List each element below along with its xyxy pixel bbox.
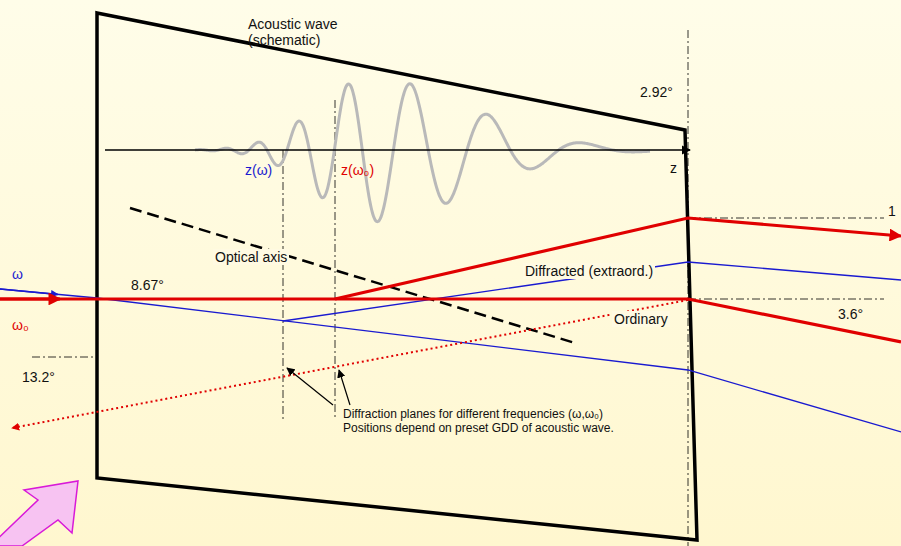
position-label: z(ω) (245, 162, 272, 178)
beam-label: Diffracted (extraord.) (523, 263, 655, 279)
z-axis (105, 149, 690, 150)
angle-label: 8.67° (131, 277, 164, 293)
frequency-label: ω (12, 266, 23, 282)
frequency-label: ω₀ (12, 317, 29, 333)
leader-arrows (287, 368, 350, 405)
note-text: Diffraction planes for different frequen… (343, 408, 643, 436)
blue-beams (0, 262, 901, 432)
angle-label: 2.92° (640, 84, 673, 100)
angle-label: 13.2° (22, 369, 55, 385)
angle-label: 1 (888, 203, 896, 219)
pink-arrow (0, 481, 78, 546)
optical-axis (130, 208, 575, 343)
crystal (97, 13, 697, 540)
reference-lines (32, 30, 884, 546)
wave-label: Acoustic wave (schematic) (248, 16, 353, 48)
position-label: z(ω₀) (341, 162, 374, 178)
angle-label: 3.6° (838, 306, 863, 322)
axis-label: z (670, 160, 677, 176)
red-beams (0, 218, 901, 342)
axis-label: Optical axis (213, 249, 289, 265)
beam-label: Ordinary (612, 311, 670, 327)
acoustic-wave (195, 84, 650, 222)
